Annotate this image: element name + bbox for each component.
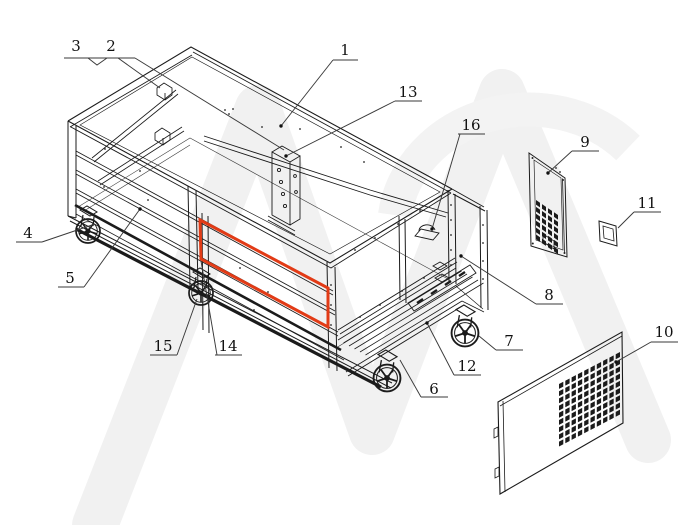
callout-number-13: 13 xyxy=(398,83,417,101)
callout-number-11: 11 xyxy=(637,194,656,212)
callout-15: 15 xyxy=(150,298,198,356)
callout-number-1: 1 xyxy=(340,41,350,59)
panel-screws xyxy=(531,157,566,254)
callout-2: 2 xyxy=(106,37,161,89)
shelf-rim-rails xyxy=(337,257,465,377)
callout-6: 6 xyxy=(399,359,448,398)
callout-number-15: 15 xyxy=(153,337,172,355)
callout-number-14: 14 xyxy=(218,337,237,355)
callout-3: 3 xyxy=(64,37,285,151)
callout-number-9: 9 xyxy=(580,133,590,151)
callout-number-8: 8 xyxy=(544,286,554,304)
latch-handle xyxy=(414,224,440,241)
callout-number-10: 10 xyxy=(654,323,673,341)
callout-number-6: 6 xyxy=(429,380,439,398)
perforated-side-panel xyxy=(493,331,624,495)
end-panel-vent xyxy=(536,200,558,255)
callout-16: 16 xyxy=(430,116,485,231)
callout-number-16: 16 xyxy=(461,116,480,134)
vent-grid-layer xyxy=(536,200,620,447)
callout-1: 1 xyxy=(279,41,358,128)
cross-beam xyxy=(203,135,449,236)
panel-tabs xyxy=(493,426,500,479)
watermark xyxy=(72,69,671,525)
highlighted-part-outline xyxy=(198,217,330,330)
front-heavy-rail-lower xyxy=(75,227,382,389)
shelf-slats xyxy=(337,267,484,356)
watermark-stroke xyxy=(72,69,671,525)
callout-12: 12 xyxy=(425,321,481,376)
square-bezel xyxy=(598,220,618,247)
callout-11: 11 xyxy=(617,194,661,229)
callout-7: 7 xyxy=(478,332,523,351)
end-wall-slide-rails xyxy=(91,82,185,186)
callout-5: 5 xyxy=(58,207,142,288)
rail-bracket-lower xyxy=(154,127,171,146)
side-panel-vent xyxy=(559,352,620,447)
callout-13: 13 xyxy=(284,83,422,158)
front-slide-rails xyxy=(67,150,393,389)
callout-14: 14 xyxy=(200,260,242,356)
callout-number-4: 4 xyxy=(23,224,33,242)
callout-number-5: 5 xyxy=(65,269,75,287)
frame-top-rim xyxy=(67,46,453,269)
front-heavy-rail-upper xyxy=(74,203,342,352)
callout-number-3: 3 xyxy=(71,37,81,55)
callout-9: 9 xyxy=(546,133,599,175)
rivet-dots xyxy=(103,108,561,346)
beam-slots xyxy=(416,271,466,304)
rail-bracket-upper xyxy=(156,82,173,101)
callout-number-7: 7 xyxy=(504,332,514,350)
caster-rear-right xyxy=(450,304,480,348)
callout-4: 4 xyxy=(16,223,96,243)
callout-10: 10 xyxy=(614,323,678,364)
watermark-arc xyxy=(378,92,640,218)
callout-number-12: 12 xyxy=(457,357,476,375)
callout-8: 8 xyxy=(459,254,563,305)
center-bracket xyxy=(267,145,301,236)
vented-end-panel xyxy=(528,152,568,258)
callout-number-2: 2 xyxy=(106,37,116,55)
